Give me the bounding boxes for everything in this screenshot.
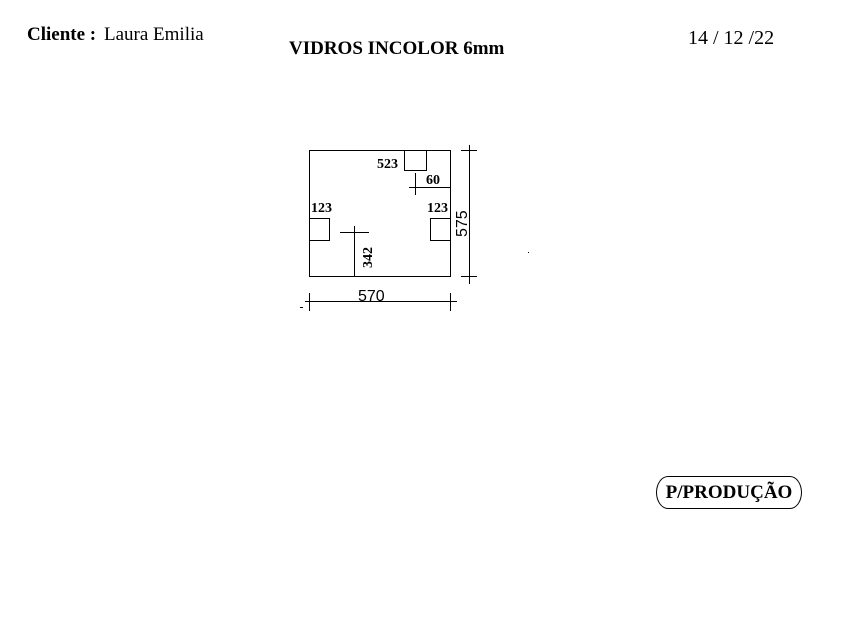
glass-panel [309,150,451,277]
client-name: Laura Emilia [104,24,204,45]
date-text: 14 / 12 /22 [688,27,775,49]
cutout-top-label: 523 [377,157,398,172]
hole-height-label: 342 [361,247,376,268]
stray-dot [528,252,529,253]
cutout-left [309,218,330,241]
cutout-right [430,218,451,241]
page-title: VIDROS INCOLOR 6mm [289,38,505,59]
offset-label: 60 [426,173,440,188]
client-label: Cliente : [27,24,97,45]
cutout-right-label: 123 [427,201,448,216]
cutout-top [404,150,427,171]
width-label: 570 [358,288,385,305]
production-stamp: P/PRODUÇÃO [656,476,802,509]
height-label: 575 [454,210,471,237]
cutout-left-label: 123 [311,201,332,216]
